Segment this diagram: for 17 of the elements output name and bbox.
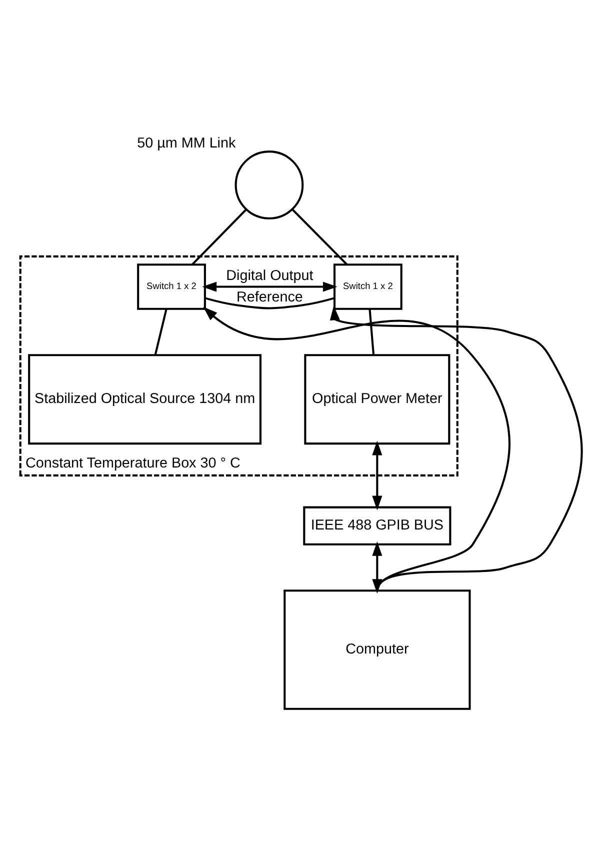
arrow (202, 282, 338, 292)
node-box: Stabilized Optical Source 1304 nm (28, 354, 262, 445)
edge-label: Digital Output (226, 268, 314, 284)
node-box: Computer (284, 590, 471, 710)
node-label: 50 µm MM Link (137, 136, 236, 152)
connector (292, 208, 348, 266)
node-box: Switch 1 x 2 (137, 264, 206, 310)
connector (191, 208, 247, 266)
edge-label: Reference (236, 289, 303, 306)
node-circle (234, 150, 304, 220)
node-box: Switch 1 x 2 (333, 264, 402, 310)
connector (154, 308, 168, 356)
node-box: IEEE 488 GPIB BUS (303, 506, 452, 546)
arrow (372, 440, 382, 510)
connector (368, 309, 375, 356)
node-box: Optical Power Meter (304, 354, 450, 445)
connector (204, 297, 335, 310)
